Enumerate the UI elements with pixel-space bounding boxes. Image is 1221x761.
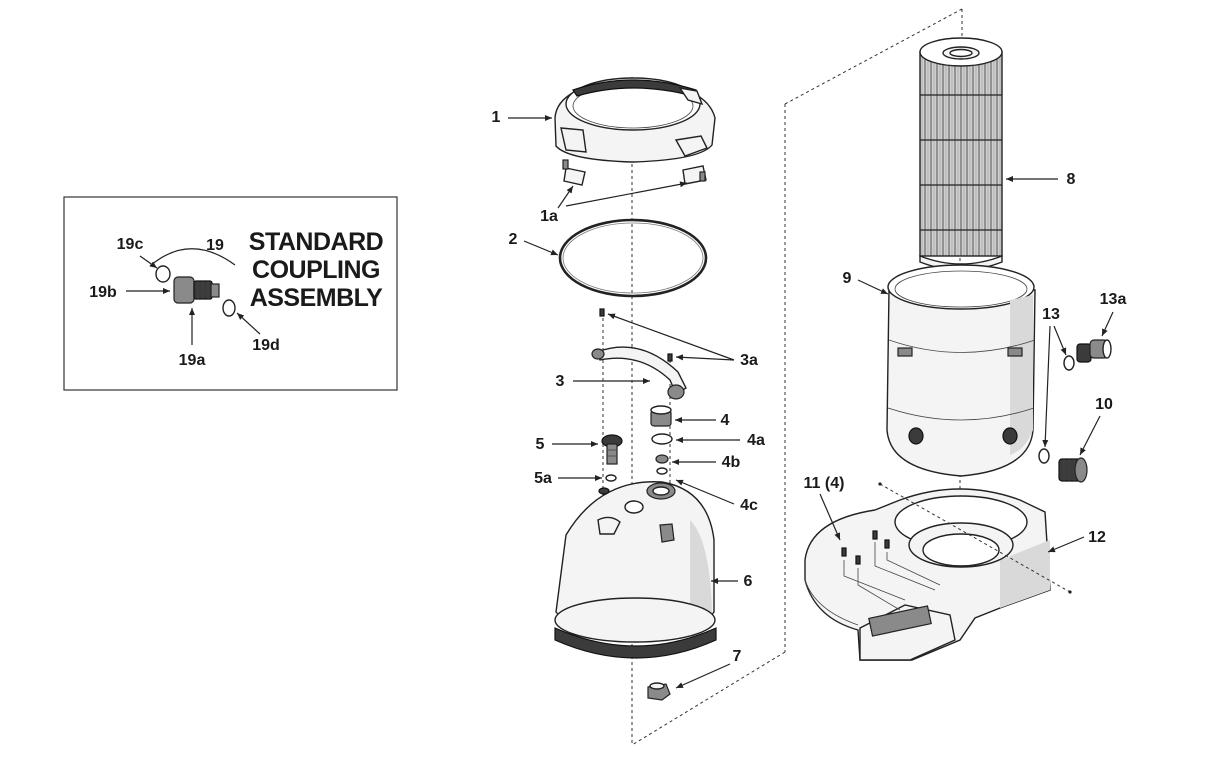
coupling-nut-19b bbox=[173, 276, 220, 304]
callout-4a: 4a bbox=[747, 432, 765, 449]
callout-13: 13 bbox=[1042, 306, 1060, 323]
callout-19c: 19c bbox=[117, 236, 144, 253]
callout-6: 6 bbox=[744, 573, 753, 590]
callout-1a: 1a bbox=[540, 208, 558, 225]
coupling-assembly-inset: STANDARD COUPLING ASSEMBLY 19c 19 19b 19… bbox=[63, 196, 398, 391]
air-relief-valve-5 bbox=[601, 434, 623, 465]
callout-8: 8 bbox=[1067, 171, 1076, 188]
callout-11: 11 (4) bbox=[804, 475, 845, 492]
inset-frame bbox=[63, 196, 398, 391]
callout-9: 9 bbox=[843, 270, 852, 287]
callout-4: 4 bbox=[721, 412, 730, 429]
clip-1a-right bbox=[682, 165, 707, 185]
handle-3 bbox=[591, 346, 687, 400]
fitting-10 bbox=[1058, 457, 1088, 483]
filter-body-assembly bbox=[804, 37, 1112, 661]
screw-3a-left bbox=[599, 308, 605, 317]
callout-10: 10 bbox=[1095, 396, 1113, 413]
oring-4a bbox=[651, 433, 673, 445]
tank-body-9 bbox=[886, 264, 1036, 477]
fitting-13a bbox=[1076, 339, 1112, 363]
callout-4b: 4b bbox=[722, 454, 741, 471]
fitting-4b bbox=[655, 454, 669, 475]
callout-19a: 19a bbox=[179, 352, 206, 369]
callout-5: 5 bbox=[536, 436, 545, 453]
callout-3a: 3a bbox=[740, 352, 758, 369]
oring-2 bbox=[558, 218, 708, 298]
callout-1: 1 bbox=[492, 109, 501, 126]
callout-19d: 19d bbox=[252, 337, 280, 354]
oring-5a bbox=[605, 474, 617, 482]
callout-2: 2 bbox=[509, 231, 518, 248]
inset-title-line-3: ASSEMBLY bbox=[250, 284, 383, 312]
drain-plug-7 bbox=[647, 682, 671, 701]
bracket-19 bbox=[149, 248, 236, 267]
oring-19d bbox=[222, 299, 236, 317]
callout-19b: 19b bbox=[89, 284, 117, 301]
screw-3a-right bbox=[667, 353, 673, 362]
callout-7: 7 bbox=[733, 648, 742, 665]
filter-dome-6 bbox=[554, 481, 717, 659]
oring-13-lower bbox=[1038, 448, 1050, 464]
clip-1a-left bbox=[562, 159, 586, 186]
callout-labels: 1 1a 2 3a 3 4 4a 4b 4c 5 5a 6 7 8 9 13 bbox=[492, 109, 1127, 689]
callout-13a: 13a bbox=[1100, 291, 1127, 308]
oring-13-upper bbox=[1063, 355, 1075, 371]
filter-lid-assembly bbox=[554, 77, 717, 745]
inset-title-line-2: COUPLING bbox=[252, 256, 380, 284]
callout-5a: 5a bbox=[534, 470, 552, 487]
callout-19: 19 bbox=[206, 237, 224, 254]
callout-3: 3 bbox=[556, 373, 565, 390]
gauge-4 bbox=[650, 405, 672, 427]
cartridge-8 bbox=[919, 37, 1003, 271]
callout-4c: 4c bbox=[740, 497, 758, 514]
callout-12: 12 bbox=[1088, 529, 1106, 546]
filter-base-12 bbox=[804, 482, 1072, 661]
inset-title-line-1: STANDARD bbox=[249, 228, 383, 256]
oring-19c bbox=[155, 265, 171, 283]
lock-ring-1 bbox=[554, 77, 716, 163]
